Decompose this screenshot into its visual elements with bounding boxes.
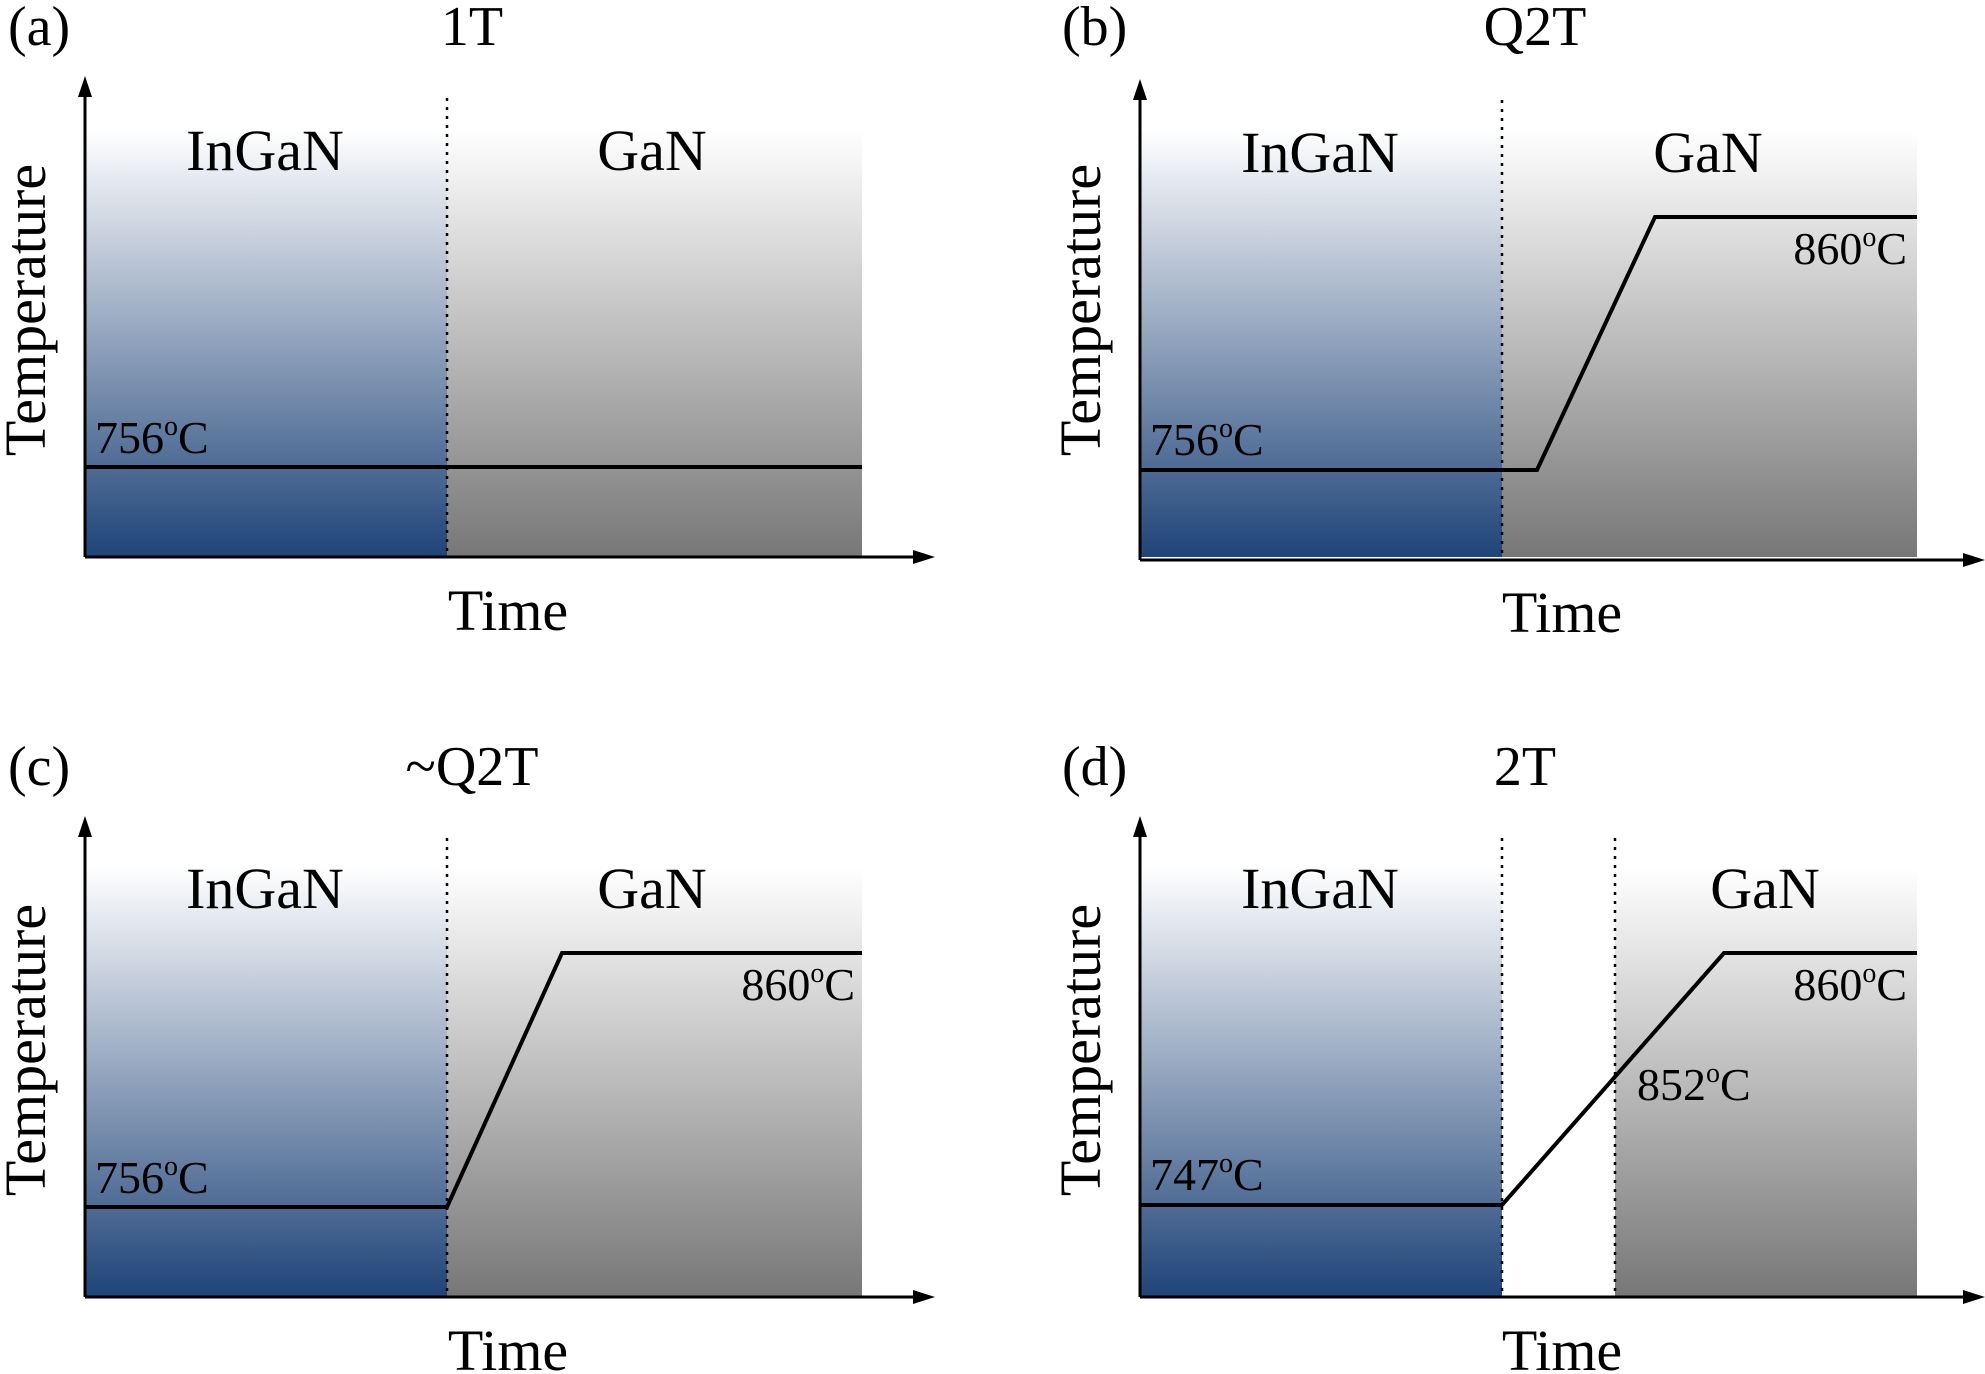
x-axis-title: Time bbox=[1502, 1318, 1622, 1374]
panel-label: (b) bbox=[1062, 0, 1127, 58]
panel-title: Q2T bbox=[1484, 0, 1587, 58]
temperature-label-756: 756oC bbox=[1150, 413, 1264, 465]
x-axis-arrowhead bbox=[913, 550, 935, 564]
ingan-label: InGaN bbox=[186, 856, 344, 921]
temperature-profile-line bbox=[85, 951, 862, 1209]
panel-label: (d) bbox=[1062, 736, 1127, 798]
celsius-unit: C bbox=[178, 1152, 209, 1203]
gan-region bbox=[447, 130, 862, 557]
celsius-unit: C bbox=[824, 959, 855, 1010]
degree-sign: o bbox=[164, 411, 178, 442]
temperature-label-860: 860oC bbox=[1793, 958, 1907, 1010]
y-axis-title: Temperature bbox=[0, 904, 58, 1196]
panel-b: (b) Q2T InGaN GaN 756oC 860oC Time Tempe… bbox=[1048, 0, 1985, 645]
x-axis-title: Time bbox=[448, 578, 568, 643]
gan-label: GaN bbox=[1710, 856, 1820, 921]
gan-region bbox=[447, 867, 862, 1297]
celsius-unit: C bbox=[1720, 1059, 1751, 1110]
ingan-region bbox=[85, 867, 447, 1297]
ingan-region bbox=[85, 130, 447, 557]
celsius-unit: C bbox=[178, 412, 209, 463]
x-axis-arrowhead bbox=[913, 1290, 935, 1304]
celsius-unit: C bbox=[1876, 223, 1907, 274]
y-axis-title: Temperature bbox=[1048, 164, 1113, 456]
gan-label: GaN bbox=[597, 856, 707, 921]
y-axis-arrowhead bbox=[78, 816, 92, 837]
y-axis-title: Temperature bbox=[1048, 904, 1113, 1196]
panel-label: (c) bbox=[8, 736, 70, 798]
ingan-region bbox=[1140, 867, 1502, 1297]
degree-sign: o bbox=[810, 958, 824, 989]
temperature-profile-line bbox=[1140, 951, 1917, 1207]
y-axis-arrowhead bbox=[1133, 79, 1147, 100]
panel-title: ~Q2T bbox=[406, 736, 539, 798]
x-axis-arrowhead bbox=[1963, 1290, 1985, 1304]
gan-region bbox=[1502, 130, 1917, 557]
gan-region bbox=[1615, 867, 1917, 1297]
ingan-label: InGaN bbox=[186, 118, 344, 183]
x-axis-title: Time bbox=[448, 1318, 568, 1374]
y-axis-arrowhead bbox=[78, 76, 92, 97]
ingan-label: InGaN bbox=[1241, 120, 1399, 185]
temperature-label-852: 852oC bbox=[1637, 1058, 1751, 1110]
temperature-label-747: 747oC bbox=[1150, 1148, 1264, 1200]
temperature-label-756: 756oC bbox=[95, 1151, 209, 1203]
temperature-profile-line bbox=[1140, 215, 1917, 472]
panel-a: (a) 1T InGaN GaN 756oC Time Temperature bbox=[0, 0, 935, 643]
degree-sign: o bbox=[1219, 1148, 1233, 1179]
x-axis-arrowhead bbox=[1963, 553, 1985, 567]
panel-title: 1T bbox=[441, 0, 503, 58]
degree-sign: o bbox=[164, 1151, 178, 1182]
ingan-label: InGaN bbox=[1241, 856, 1399, 921]
panel-title: 2T bbox=[1494, 736, 1556, 798]
degree-sign: o bbox=[1706, 1058, 1720, 1089]
degree-sign: o bbox=[1219, 413, 1233, 444]
temperature-label-756: 756oC bbox=[95, 411, 209, 463]
ingan-region bbox=[1140, 130, 1502, 557]
panel-label: (a) bbox=[8, 0, 70, 58]
degree-sign: o bbox=[1862, 958, 1876, 989]
panel-c: (c) ~Q2T InGaN GaN 756oC 860oC Time Temp… bbox=[0, 736, 935, 1374]
degree-sign: o bbox=[1862, 222, 1876, 253]
gan-label: GaN bbox=[597, 118, 707, 183]
y-axis-title: Temperature bbox=[0, 164, 58, 456]
celsius-unit: C bbox=[1876, 959, 1907, 1010]
celsius-unit: C bbox=[1233, 414, 1264, 465]
x-axis-title: Time bbox=[1502, 580, 1622, 645]
panel-d: (d) 2T InGaN GaN 747oC 852oC 860oC Time … bbox=[1048, 736, 1985, 1374]
celsius-unit: C bbox=[1233, 1149, 1264, 1200]
y-axis-arrowhead bbox=[1133, 816, 1147, 837]
temperature-label-860: 860oC bbox=[1793, 222, 1907, 274]
gan-label: GaN bbox=[1653, 120, 1763, 185]
temperature-label-860: 860oC bbox=[741, 958, 855, 1010]
